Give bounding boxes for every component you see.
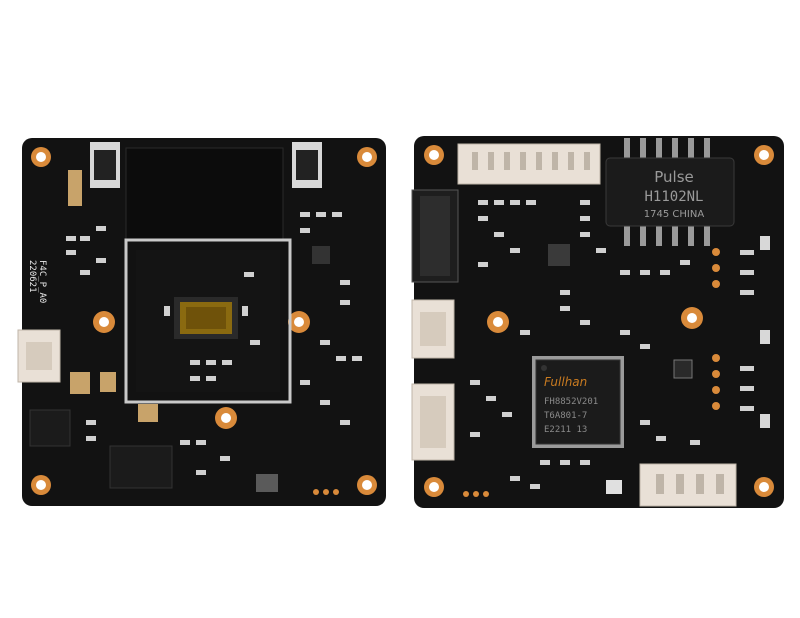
capacitor-top-left: [68, 170, 82, 206]
ethernet-transformer: Pulse H1102NL 1745 CHINA: [605, 138, 735, 246]
left-mounting-holes: [31, 147, 377, 495]
transformer-model: H1102NL: [644, 189, 703, 205]
silk-date: 220621: [27, 260, 37, 293]
left-inductor-right: [312, 246, 330, 264]
capacitor-bottom-mid: [138, 404, 158, 422]
transformer-brand: Pulse: [654, 168, 694, 186]
left-board: F4C_P_A0 220621: [17, 138, 386, 506]
soc-line2: T6A801-7: [544, 411, 587, 421]
left-smd-passives: [66, 212, 362, 475]
image-sensor-die: [186, 307, 226, 329]
top-connector-8pin: [457, 143, 601, 185]
lens-mount-outline: [124, 238, 292, 404]
right-smd-passives: [470, 200, 754, 489]
transformer-lot: 1745 CHINA: [644, 209, 705, 220]
left-inductor-bottom: [256, 474, 278, 492]
right-board: Pulse H1102NL 1745 CHINA Fullhan FH8852V…: [411, 136, 784, 508]
soc-brand: Fullhan: [544, 375, 587, 389]
shield-pad-top: [125, 147, 284, 241]
left-ic-small: [29, 409, 71, 447]
soc-line3: E2211 13: [544, 425, 587, 435]
capacitor-left-mid: [100, 372, 116, 392]
silk-version: F4C_P_A0: [37, 260, 47, 303]
right-small-ic: [673, 359, 693, 379]
right-crystal: [606, 480, 622, 494]
soc-chip: Fullhan FH8852V201 T6A801-7 E2211 13: [532, 356, 624, 448]
right-gold-pads: [463, 248, 720, 497]
capacitor-bottom-left: [70, 372, 90, 394]
left-ic-soic: [109, 445, 173, 489]
right-mounting-holes: [424, 145, 774, 497]
soc-line1: FH8852V201: [544, 397, 598, 407]
right-inductor: [548, 244, 570, 266]
